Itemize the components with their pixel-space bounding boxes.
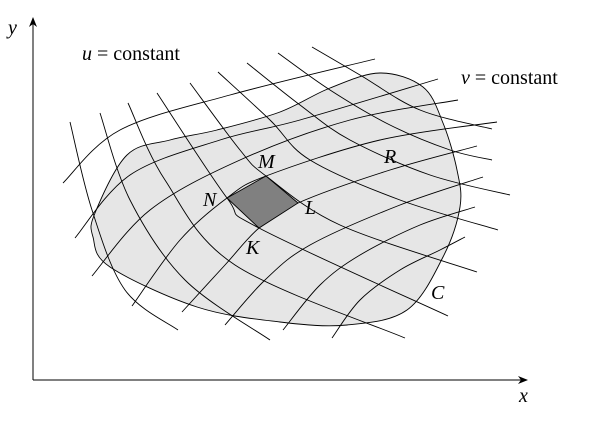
v-constant-curve-4 — [131, 121, 498, 307]
u-constant-curves — [69, 46, 511, 341]
curve-c-label: C — [431, 282, 445, 304]
point-m-label: M — [257, 151, 276, 173]
v-constant-curve-1 — [62, 58, 376, 184]
u-constant-label: u = constant — [82, 43, 180, 65]
v-constant-curves — [62, 58, 498, 339]
u-variable: u — [82, 43, 92, 65]
u-constant-curve-1 — [69, 121, 179, 331]
v-constant-curve-3 — [91, 99, 459, 277]
point-n-label: N — [202, 189, 218, 211]
u-constant-curve-4 — [156, 92, 449, 317]
point-k-label: K — [245, 237, 261, 259]
x-axis-label: x — [518, 385, 528, 407]
y-axis-label: y — [6, 17, 17, 39]
u-constant-curve-3 — [127, 102, 406, 339]
u-constant-curve-8 — [277, 52, 493, 161]
v-constant-curve-6 — [224, 176, 484, 326]
point-l-label: L — [304, 197, 316, 219]
v-constant-curve-8 — [331, 236, 466, 339]
u-constant-curve-6 — [217, 71, 499, 231]
v-constant-curve-7 — [282, 206, 476, 331]
v-variable: v — [461, 67, 470, 89]
area-element-nmlk — [226, 175, 299, 229]
v-constant-curve-2 — [74, 78, 439, 239]
u-constant-curve-2 — [99, 112, 271, 341]
v-constant-label: v = constant — [461, 67, 558, 89]
v-constant-text: = constant — [470, 67, 558, 89]
u-constant-curve-9 — [311, 46, 493, 130]
region-r-label: R — [383, 146, 396, 168]
u-constant-text: = constant — [92, 43, 180, 65]
